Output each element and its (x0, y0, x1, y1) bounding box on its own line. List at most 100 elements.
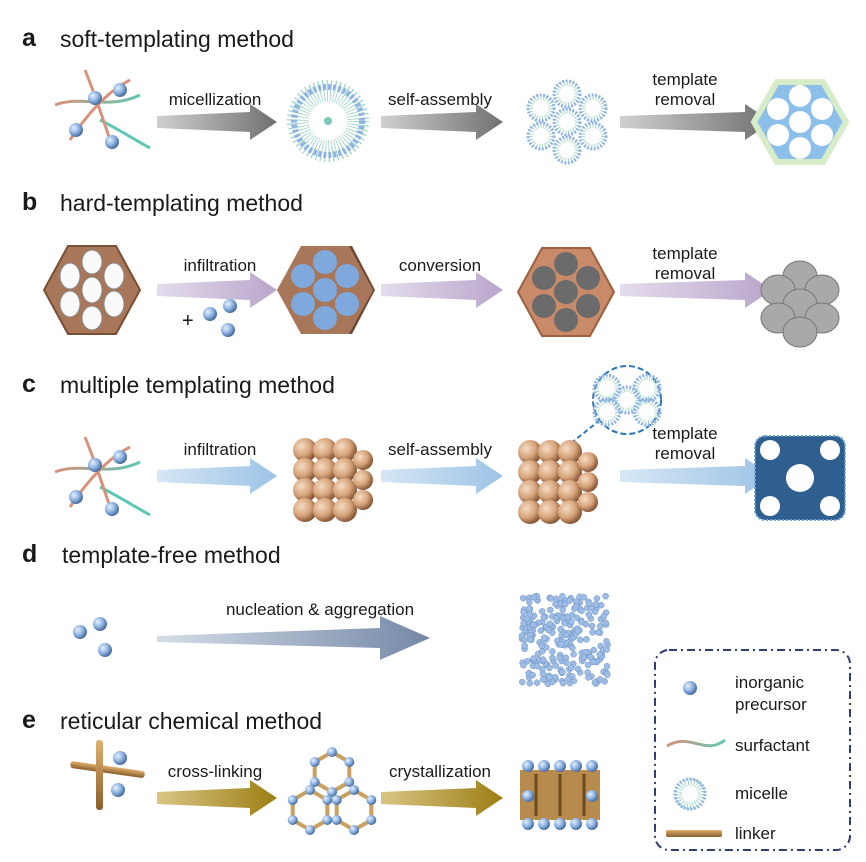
particle (541, 634, 548, 641)
particle (578, 618, 585, 626)
particle (559, 593, 566, 600)
arrow-micellization (157, 104, 277, 140)
label-template-removal-c: template removal (652, 424, 718, 463)
particle (557, 625, 564, 633)
particle (593, 595, 601, 602)
node-sphere (287, 795, 298, 805)
node-sphere (349, 785, 359, 795)
aggregated-particles-d (518, 592, 611, 688)
legend-box (654, 649, 851, 851)
particle (574, 665, 582, 673)
particle (530, 655, 537, 662)
section-c-letter: c (22, 370, 36, 398)
particle (590, 646, 597, 654)
particle (596, 676, 604, 683)
node-sphere (322, 815, 333, 825)
particle (521, 642, 528, 649)
particle (564, 613, 571, 621)
label-infiltration-b: infiltration (183, 256, 257, 275)
particle (596, 651, 603, 658)
particle (569, 644, 576, 652)
particle (519, 594, 527, 602)
particle (572, 603, 580, 610)
porous-hexagon-a (750, 79, 850, 165)
legend-inorganic-precursor-label: inorganic precursor (735, 673, 807, 714)
node-sphere (309, 777, 320, 787)
particle (559, 668, 566, 676)
arrow-template-removal-a (620, 104, 772, 140)
section-a-title: soft-templating method (60, 26, 294, 52)
particle (559, 679, 567, 687)
micelle-assembly-a (528, 81, 606, 163)
label-template-removal-b: template removal (652, 244, 718, 283)
particle (600, 612, 608, 620)
node-sphere (322, 795, 333, 805)
converted-template-b (516, 247, 616, 337)
particle (523, 615, 531, 622)
label-crystallization: crystallization (388, 762, 492, 781)
section-b-title: hard-templating method (60, 190, 303, 216)
particle (578, 607, 585, 615)
particle (538, 642, 546, 650)
legend-micelle-icon (673, 777, 707, 811)
legend-linker-icon (666, 830, 722, 837)
arrow-template-removal-c (620, 458, 772, 494)
node-sphere (366, 795, 377, 805)
node-sphere (327, 787, 337, 797)
particle (570, 650, 577, 658)
hard-template-b (42, 245, 142, 335)
arrow-self-assembly-c (381, 458, 503, 494)
particle (538, 608, 546, 615)
arrow-template-removal-b (620, 272, 772, 308)
particle (546, 620, 554, 627)
infiltrated-template-b (277, 246, 375, 334)
particle (577, 636, 584, 644)
particle (521, 636, 528, 643)
particle (546, 606, 554, 614)
arrow-infiltration-c (157, 458, 277, 494)
section-d-title: template-free method (62, 542, 281, 568)
particle (585, 611, 593, 618)
particle (595, 629, 602, 636)
plus-sign: + (182, 310, 194, 332)
particle (584, 661, 592, 669)
label-micellization: micellization (168, 90, 262, 109)
node-sphere (305, 825, 315, 835)
legend-micelle-label: micelle (735, 784, 788, 803)
label-nucleation: nucleation & aggregation (225, 600, 415, 619)
legend-linker-label: linker (735, 824, 776, 843)
particle (586, 600, 593, 607)
particle (533, 662, 541, 670)
particle (552, 600, 559, 608)
particle (537, 627, 545, 634)
hexagon-cell (290, 787, 330, 833)
particle (563, 659, 570, 667)
label-conversion: conversion (398, 256, 482, 275)
particle (520, 661, 527, 669)
node-sphere (366, 815, 377, 825)
particle (562, 631, 570, 639)
particle (592, 601, 600, 608)
particle (588, 622, 596, 630)
particle (603, 638, 610, 645)
particle (549, 648, 556, 655)
micelle-a (287, 80, 369, 162)
particle (591, 679, 599, 686)
particle (526, 598, 533, 606)
legend-precursor-icon (683, 681, 697, 695)
particle (589, 629, 596, 636)
particle (539, 676, 547, 683)
particle (549, 654, 556, 662)
linker-precursor-e (70, 740, 145, 810)
colloidal-crystal-infiltrated-c (518, 440, 598, 524)
particle (552, 614, 560, 622)
node-sphere (349, 825, 359, 835)
particle (566, 597, 573, 604)
particle (519, 678, 526, 686)
particle (520, 608, 527, 616)
particle (587, 653, 594, 661)
particle (525, 605, 533, 612)
node-sphere (331, 815, 342, 825)
label-self-assembly-a: self-assembly (388, 90, 492, 109)
node-sphere (331, 795, 342, 805)
